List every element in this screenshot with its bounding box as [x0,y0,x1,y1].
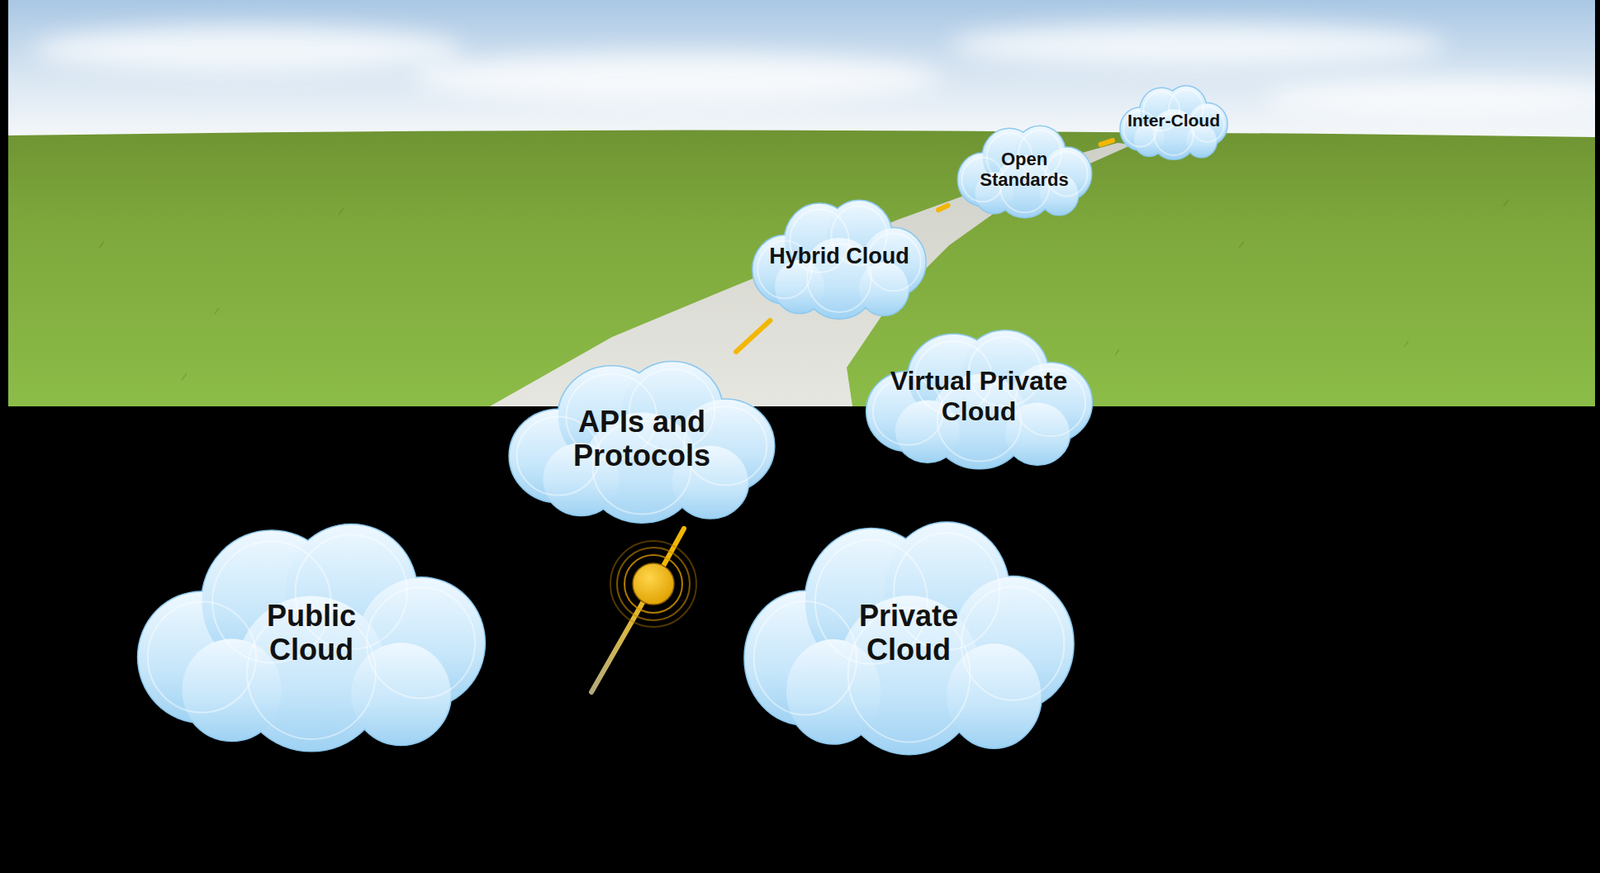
cloud-text-box: Virtual Private Cloud [849,322,1109,471]
cloud-outline [509,361,774,523]
cloud-outline [866,331,1092,470]
cloud-text-box: Inter-Cloud [1112,81,1235,161]
cloud-label: Hybrid Cloud [769,243,910,270]
cloud-outline [137,524,485,751]
cloud-label: Inter-Cloud [1127,110,1221,131]
roadmap-connector [938,205,949,210]
cloud-puffs [517,369,767,515]
cloud-outline [1120,85,1228,159]
cloud-node: Private Cloud [720,508,1098,759]
cloud-label: Virtual Private Cloud [875,365,1083,428]
cloud-puffs [1123,89,1225,155]
cloud-label: Open Standards [970,148,1078,191]
cloud-fill [509,361,774,523]
cloud-fill [1120,85,1228,159]
cloud-fill [866,331,1092,470]
grass-field [8,130,1596,407]
cloud-puffs [757,205,921,313]
cloud-outline [753,200,926,319]
cloud-label: APIs and Protocols [559,404,725,474]
cloud-fill [137,524,485,751]
cloud-text-box: Public Cloud [112,510,511,755]
cloud-fill [753,200,926,319]
cloud-puffs [872,337,1085,462]
cloud-text-box: Private Cloud [720,508,1098,759]
roadmap-connector [1101,140,1114,145]
cloud-node: Inter-Cloud [1112,81,1235,161]
cloud-text-box: Hybrid Cloud [740,193,939,321]
landscape-photo [8,0,1596,407]
cloud-fill [744,522,1073,754]
cloud-label: Private Cloud [838,598,979,668]
cloud-node: Hybrid Cloud [740,193,939,321]
cloud-puffs [753,532,1064,742]
cloud-label: Public Cloud [249,598,374,668]
cloud-puffs [147,534,475,740]
cloud-text-box: APIs and Protocols [489,351,794,526]
cloud-outline [958,125,1092,217]
cloud-puffs [961,129,1088,213]
sky-wisps [33,23,1596,118]
cloud-node: APIs and Protocols [489,351,794,526]
cloud-fill [958,125,1092,217]
sky [8,0,1596,141]
roadmap-line-tail [591,528,684,693]
cloud-node: Open Standards [948,120,1102,219]
roadmap-connector [735,320,770,352]
cloud-node: Virtual Private Cloud [849,322,1109,471]
cloud-outline [744,522,1073,754]
position-marker [610,541,697,627]
cloud-node: Public Cloud [112,510,511,755]
cloud-text-box: Open Standards [948,120,1102,219]
